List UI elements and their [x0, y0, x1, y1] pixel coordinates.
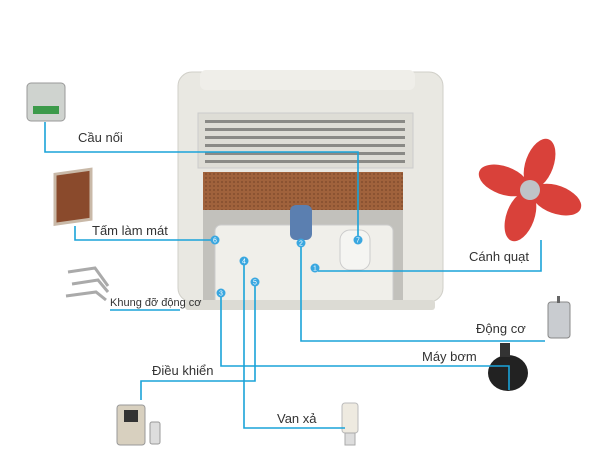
label-cau-noi: Cầu nối: [78, 130, 123, 145]
fan-blade-image: [478, 138, 582, 242]
label-van-xa: Van xả: [277, 411, 317, 426]
line-cau-noi: [44, 122, 359, 240]
air-cooler-unit: [177, 70, 444, 310]
line-van-xa: [243, 264, 345, 429]
leader-lines: [44, 122, 545, 429]
cooling-pad-image: [53, 167, 93, 226]
label-tam-lam-mat: Tấm làm mát: [92, 223, 168, 238]
badge-2: 2: [299, 241, 303, 248]
label-khung-do-dong-co: Khung đỡ động cơ: [110, 297, 202, 309]
badge-4: 4: [242, 259, 246, 266]
badges: 1 2 3 4 5 6 7: [210, 235, 363, 298]
drain-valve-image: [341, 402, 359, 446]
motor-image: [547, 296, 571, 339]
line-tam-lam-mat: [74, 226, 215, 241]
bridge-terminal-image: [26, 82, 66, 122]
line-may-bom: [220, 296, 510, 390]
badge-5: 5: [253, 280, 257, 287]
motor-bracket-image: [65, 266, 110, 302]
line-dieu-khien: [140, 285, 256, 400]
badge-6: 6: [213, 238, 217, 245]
controller-image: [116, 404, 161, 446]
label-may-bom: Máy bơm: [422, 349, 477, 364]
water-pump-image: [488, 343, 528, 391]
label-dong-co: Động cơ: [476, 321, 526, 336]
line-canh-quat: [318, 240, 542, 272]
badge-3: 3: [219, 291, 223, 298]
badge-7: 7: [356, 238, 360, 245]
label-dieu-khien: Điều khiển: [152, 363, 214, 378]
badge-1: 1: [313, 266, 317, 273]
label-canh-quat: Cánh quạt: [469, 249, 529, 264]
line-dong-co: [300, 246, 545, 342]
